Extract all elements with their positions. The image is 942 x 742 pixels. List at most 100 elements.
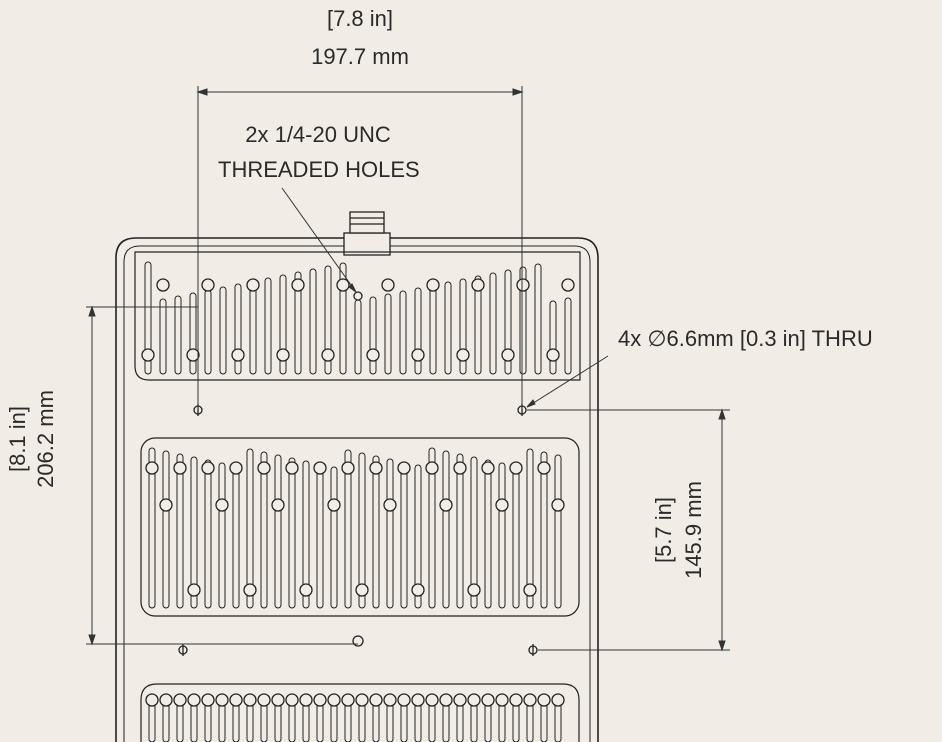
fin-boss — [411, 583, 425, 597]
fin-boss — [201, 461, 215, 475]
fin-boss — [336, 278, 350, 292]
fin-boss — [561, 278, 575, 292]
fin — [274, 454, 282, 609]
fin-boss — [299, 693, 313, 707]
fin — [294, 271, 302, 375]
fin — [189, 292, 197, 375]
fin-boss — [456, 348, 470, 362]
fin-boss — [156, 278, 170, 292]
fin — [474, 275, 482, 375]
fin-boss — [495, 693, 509, 707]
fin — [159, 298, 167, 375]
fin-boss — [546, 348, 560, 362]
fin-boss — [159, 693, 173, 707]
fin — [264, 277, 272, 375]
fin-boss — [383, 498, 397, 512]
fin — [564, 297, 572, 375]
fin-boss — [509, 461, 523, 475]
fin-boss — [141, 348, 155, 362]
fin — [174, 295, 182, 375]
dimension-lines — [86, 86, 730, 652]
fin-boss — [397, 693, 411, 707]
fin-boss — [215, 693, 229, 707]
fin-boss — [313, 693, 327, 707]
fin — [414, 287, 422, 375]
fin-boss — [425, 461, 439, 475]
fin-boss — [341, 693, 355, 707]
fin — [279, 274, 287, 375]
fin-boss — [481, 693, 495, 707]
fin-boss — [355, 693, 369, 707]
fin — [484, 459, 492, 609]
fin — [316, 463, 324, 609]
fin-boss — [516, 278, 530, 292]
fin-boss — [523, 583, 537, 597]
fin-boss — [257, 693, 271, 707]
fin-boss — [471, 278, 485, 292]
fin — [232, 465, 240, 609]
fin — [204, 289, 212, 375]
fin — [526, 448, 534, 609]
threaded-holes-callout-line1: 2x 1/4-20 UNC — [245, 122, 391, 147]
fin — [372, 455, 380, 609]
fin — [428, 447, 436, 609]
fin-boss — [215, 498, 229, 512]
fin-boss — [229, 693, 243, 707]
fin — [386, 458, 394, 609]
fin-boss — [201, 278, 215, 292]
fin — [549, 300, 557, 375]
fin-boss — [159, 498, 173, 512]
fin — [534, 263, 542, 375]
cooling-fins — [141, 261, 575, 742]
fin-boss — [366, 348, 380, 362]
fin — [302, 460, 310, 609]
fin-boss — [186, 348, 200, 362]
fin-boss — [369, 461, 383, 475]
fin-boss — [383, 693, 397, 707]
fin — [399, 290, 407, 375]
fin — [204, 459, 212, 609]
fin-boss — [187, 583, 201, 597]
fin — [309, 268, 317, 375]
fin-boss — [453, 461, 467, 475]
fin-boss — [381, 278, 395, 292]
fin — [246, 448, 254, 609]
fin — [489, 272, 497, 375]
fin — [330, 466, 338, 609]
fin-boss — [187, 693, 201, 707]
fin — [219, 286, 227, 375]
fin-boss — [173, 693, 187, 707]
fin — [459, 278, 467, 375]
fin — [470, 456, 478, 609]
fin-boss — [327, 498, 341, 512]
fin — [400, 461, 408, 609]
fin — [176, 453, 184, 609]
fin-boss — [467, 693, 481, 707]
fin — [144, 261, 152, 375]
width-dimension-mm: 197.7 mm — [311, 44, 409, 69]
fin-boss — [537, 693, 551, 707]
fin-boss — [523, 693, 537, 707]
fin — [414, 464, 422, 609]
fin — [442, 450, 450, 609]
fin-boss — [551, 693, 565, 707]
fin — [512, 465, 520, 609]
fin-boss — [271, 693, 285, 707]
fin — [249, 280, 257, 375]
fin-boss — [537, 461, 551, 475]
fin — [260, 451, 268, 609]
fin-boss — [173, 461, 187, 475]
fin — [354, 299, 362, 375]
fin — [519, 266, 527, 375]
fin — [504, 269, 512, 375]
fin-boss — [439, 498, 453, 512]
fin-boss — [201, 693, 215, 707]
fin-boss — [145, 461, 159, 475]
fin-boss — [369, 693, 383, 707]
fin-boss — [439, 693, 453, 707]
fin-boss — [285, 693, 299, 707]
fin-boss — [291, 278, 305, 292]
fin-boss — [411, 693, 425, 707]
fin — [384, 293, 392, 375]
fin — [344, 449, 352, 609]
